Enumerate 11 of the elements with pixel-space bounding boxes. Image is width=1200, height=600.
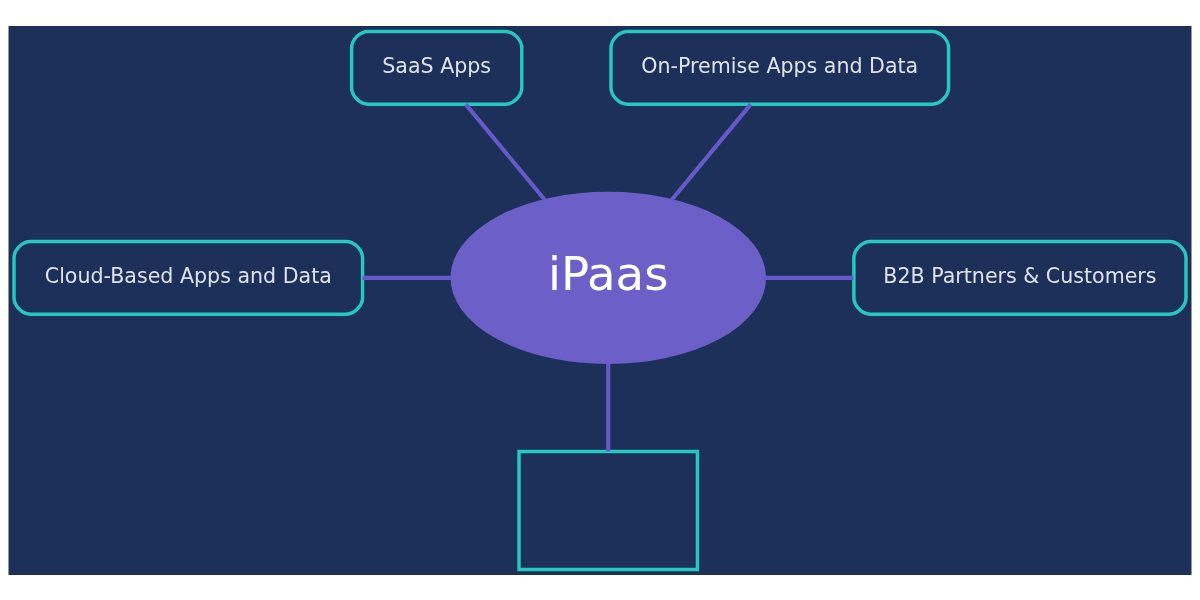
node-box: B2B Partners & Customers [852, 239, 1188, 316]
connector [764, 275, 854, 280]
connector [669, 102, 753, 202]
node-box [517, 449, 700, 571]
node-ellipse: iPaas [450, 191, 766, 364]
connector [362, 275, 452, 280]
node-box: On-Premise Apps and Data [609, 29, 951, 106]
node-box: Cloud-Based Apps and Data [12, 239, 365, 316]
node-box: SaaS Apps [349, 29, 524, 106]
connector [606, 362, 611, 451]
connector [464, 102, 547, 202]
